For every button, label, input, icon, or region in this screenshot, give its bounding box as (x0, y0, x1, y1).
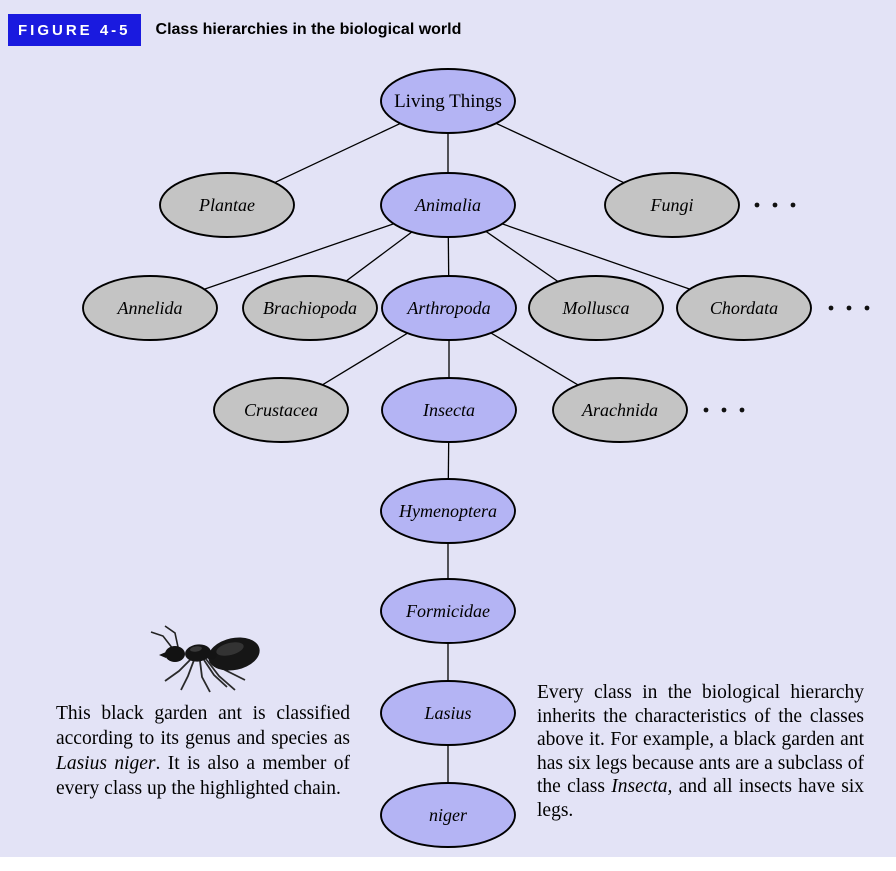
node-formicidae: Formicidae (380, 578, 516, 644)
black-garden-ant-illustration (150, 625, 260, 693)
node-label: Crustacea (244, 400, 318, 420)
ellipsis-dot (703, 407, 709, 413)
node-ellipse (552, 377, 688, 443)
node-arachnida: Arachnida (552, 377, 688, 443)
node-hymenoptera: Hymenoptera (380, 478, 516, 544)
caption-italic-insecta: Insecta, (611, 776, 673, 797)
ellipsis-dots-0 (754, 202, 796, 208)
figure-header: FIGURE 4-5 Class hierarchies in the biol… (8, 14, 461, 46)
node-label: Hymenoptera (398, 501, 497, 521)
node-annelida: Annelida (82, 275, 218, 341)
ellipsis-dots-2 (703, 407, 745, 413)
node-ellipse (528, 275, 664, 341)
node-plantae: Plantae (159, 172, 295, 238)
ellipsis-dot (739, 407, 745, 413)
node-crustacea: Crustacea (213, 377, 349, 443)
node-niger: niger (380, 782, 516, 848)
caption-text: Every class in the biological hierarchy … (537, 682, 864, 797)
ant-image (146, 624, 262, 696)
node-label: Lasius (423, 703, 471, 723)
node-arthropoda: Arthropoda (381, 275, 517, 341)
left-caption: This black garden ant is classified acco… (56, 701, 350, 801)
node-ellipse (380, 68, 516, 134)
node-lasius: Lasius (380, 680, 516, 746)
node-brachiopoda: Brachiopoda (242, 275, 378, 341)
node-living-things: Living Things (380, 68, 516, 134)
node-label: Mollusca (562, 298, 630, 318)
node-ellipse (380, 680, 516, 746)
node-animalia: Animalia (380, 172, 516, 238)
node-ellipse (213, 377, 349, 443)
ellipsis-dot (790, 202, 796, 208)
ellipsis-dot (864, 305, 870, 311)
node-label: Plantae (198, 195, 255, 215)
node-label: Insecta (422, 400, 475, 420)
node-ellipse (380, 782, 516, 848)
node-label: Formicidae (405, 601, 490, 621)
node-ellipse (242, 275, 378, 341)
caption-text: and all insects have six legs. (537, 776, 864, 821)
node-ellipse (380, 172, 516, 238)
node-label: Fungi (650, 195, 694, 215)
node-ellipse (380, 478, 516, 544)
node-chordata: Chordata (676, 275, 812, 341)
node-label: Arachnida (581, 400, 658, 420)
node-label: niger (429, 805, 468, 825)
caption-text: This black garden ant is classified acco… (56, 703, 350, 749)
node-ellipse (381, 377, 517, 443)
ellipsis-dot (772, 202, 778, 208)
node-label: Living Things (394, 91, 502, 112)
node-label: Chordata (710, 298, 778, 318)
ellipsis-dot (721, 407, 727, 413)
node-label: Arthropoda (406, 298, 490, 318)
node-fungi: Fungi (604, 172, 740, 238)
node-ellipse (381, 275, 517, 341)
node-ellipse (676, 275, 812, 341)
node-insecta: Insecta (381, 377, 517, 443)
node-label: Annelida (117, 298, 183, 318)
node-label: Animalia (414, 195, 481, 215)
ellipsis-dot (846, 305, 852, 311)
ellipsis-dot (828, 305, 834, 311)
ellipsis-dots-1 (828, 305, 870, 311)
node-ellipse (159, 172, 295, 238)
node-label: Brachiopoda (263, 298, 357, 318)
node-ellipse (604, 172, 740, 238)
node-ellipse (82, 275, 218, 341)
right-caption: Every class in the biological hierarchy … (537, 681, 864, 822)
node-mollusca: Mollusca (528, 275, 664, 341)
ellipsis-dot (754, 202, 760, 208)
figure-title: Class hierarchies in the biological worl… (155, 21, 462, 38)
caption-text: . It is also a member of every class up … (56, 753, 350, 799)
figure-label-badge: FIGURE 4-5 (8, 14, 141, 46)
node-ellipse (380, 578, 516, 644)
caption-italic-species: Lasius niger (56, 753, 156, 774)
